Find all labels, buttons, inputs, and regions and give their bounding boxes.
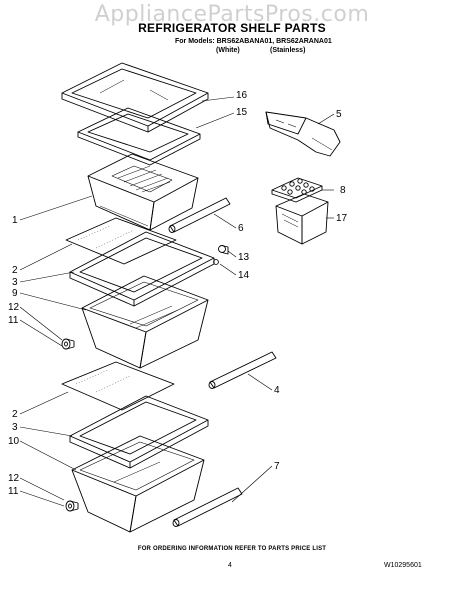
callout-6: 6: [238, 223, 244, 234]
document-number: W10295601: [384, 562, 422, 569]
callout-14: 14: [238, 270, 250, 281]
callout-4: 4: [274, 385, 280, 396]
callout-16: 16: [236, 90, 248, 101]
page-title: REFRIGERATOR SHELF PARTS: [138, 21, 326, 35]
part-6-slide-rail: [168, 197, 231, 233]
callout-12-upper: 12: [8, 302, 20, 313]
ordering-note: FOR ORDERING INFORMATION REFER TO PARTS …: [137, 546, 327, 552]
part-17-dairy-bin: [275, 193, 329, 245]
model-list: For Models: BRS62ABANA01, BRS62ARANA01: [175, 38, 332, 45]
part-9-crisper-drawer: [81, 275, 209, 369]
callout-13: 13: [238, 252, 250, 263]
part-12-roller-lower: [65, 500, 79, 512]
callout-2-lower: 2: [12, 409, 18, 420]
callout-12-lower: 12: [8, 473, 20, 484]
callout-3-upper: 3: [12, 277, 18, 288]
part-8-egg-tray: [271, 177, 323, 203]
callout-17: 17: [336, 213, 348, 224]
callout-9: 9: [12, 288, 18, 299]
callout-11-upper: 11: [8, 315, 19, 326]
part-3-cover-frame-lower: [69, 395, 209, 469]
callout-7: 7: [274, 461, 280, 472]
part-2-glass-insert-lower: [61, 361, 175, 411]
callout-8: 8: [340, 185, 346, 196]
part-1-crisper-drawer: [87, 153, 199, 231]
page-number: 4: [228, 562, 232, 569]
part-4-slide-rail: [208, 351, 277, 389]
callout-1: 1: [12, 215, 18, 226]
part-15-cover-frame: [77, 107, 201, 166]
part-5-door-bin: [265, 111, 341, 157]
finish-white-label: (White): [216, 47, 240, 54]
part-12-roller-upper: [61, 338, 75, 350]
part-10-crisper-drawer: [71, 435, 205, 533]
callout-3-lower: 3: [12, 422, 18, 433]
part-7-slide-rail: [172, 487, 243, 527]
callout-5: 5: [336, 109, 342, 120]
part-2-glass-insert-upper: [65, 217, 177, 265]
part-3-cover-frame-upper: [69, 231, 215, 307]
leader-lines: [19, 96, 335, 507]
callout-10: 10: [8, 436, 20, 447]
callout-15: 15: [236, 107, 248, 118]
callout-2-upper: 2: [12, 265, 18, 276]
callout-11-lower: 11: [8, 486, 19, 497]
part-13-pan-support: [218, 245, 229, 255]
part-14-screw: [213, 259, 219, 265]
part-16-glass-shelf-frame: [61, 62, 209, 133]
finish-stainless-label: (Stainless): [270, 47, 306, 54]
